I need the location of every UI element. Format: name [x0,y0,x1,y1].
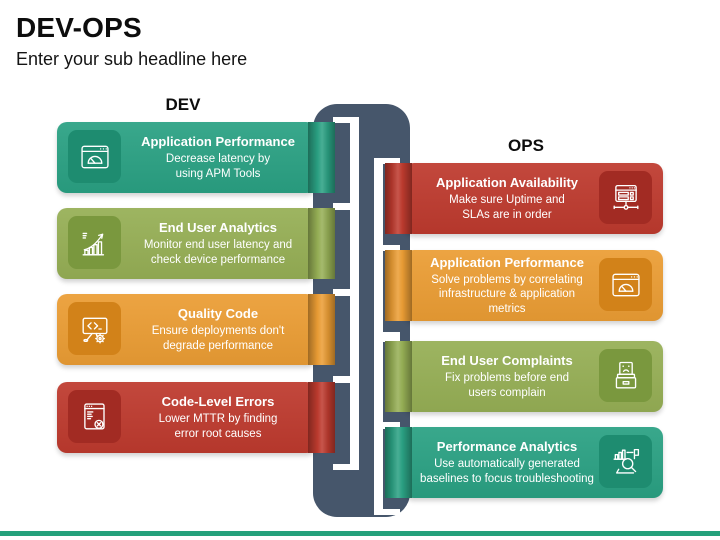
banner-title: Application Performance [141,134,295,150]
page-title: DEV-OPS [16,12,142,43]
banner-description: Lower MTTR by finding error root causes [158,413,278,440]
icon-box [68,216,121,269]
banner-text: Performance Analytics Use automatically … [419,427,595,498]
page-subtitle: Enter your sub headline here [16,49,248,69]
code-monitor-icon [82,317,107,344]
ribbon-fold [308,382,335,453]
banner-title: Application Performance [430,255,584,271]
footer-accent-line [0,531,720,536]
banner-title: Quality Code [177,306,259,322]
banner-text: Code-Level Errors Lower MTTR by finding … [130,382,306,453]
ops-banner-application-availability: Application Availability Make sure Uptim… [385,163,663,234]
dev-banner-code-level-errors: Code-Level Errors Lower MTTR by finding … [57,382,335,453]
connector-bracket [333,203,359,296]
connector-bracket [374,422,400,515]
icon-box [68,130,121,183]
growth-chart-icon [82,232,104,255]
gauge-browser-icon [80,145,109,168]
icon-box [68,302,121,355]
banner-description: Monitor end user latency and check devic… [143,239,293,266]
dev-banner-quality-code: Quality Code Ensure deployments don't de… [57,294,335,365]
banner-description: Solve problems by correlating infrastruc… [431,274,583,315]
ribbon-fold [385,427,412,498]
banner-title: Code-Level Errors [161,394,275,410]
ops-banner-end-user-complaints: End User Complaints Fix problems before … [385,341,663,412]
banner-text: End User Complaints Fix problems before … [419,341,595,412]
icon-box [599,349,652,402]
dev-banner-end-user-analytics: End User Analytics Monitor end user late… [57,208,335,279]
ribbon-fold [385,163,412,234]
icon-box [599,171,652,224]
icon-box [68,390,121,443]
ribbon-fold [308,122,335,193]
banner-text: Application Availability Make sure Uptim… [419,163,595,234]
ops-banner-performance-analytics: Performance Analytics Use automatically … [385,427,663,498]
ops-banner-application-performance: Application Performance Solve problems b… [385,250,663,321]
ops-column-label: OPS [508,136,544,155]
error-document-icon [83,402,105,429]
connector-bracket [333,377,359,470]
ribbon-fold [308,208,335,279]
banner-title: End User Analytics [158,220,277,236]
banner-description: Fix problems before end users complain [444,372,569,399]
dev-banner-application-performance: Application Performance Decrease latency… [57,122,335,193]
banner-title: End User Complaints [441,353,573,369]
banner-title: Application Availability [435,175,579,191]
banner-text: Quality Code Ensure deployments don't de… [130,294,306,365]
connector-bracket [333,117,359,210]
banner-title: Performance Analytics [436,439,578,455]
icon-box [599,258,652,311]
server-network-icon [613,184,638,210]
dev-column-label: DEV [165,95,201,114]
complaint-box-icon [615,361,636,388]
analytics-search-icon [613,448,639,474]
connector-bracket [333,289,359,382]
banner-text: Application Performance Decrease latency… [130,122,306,193]
banner-description: Decrease latency by using APM Tools [165,153,271,180]
gauge-browser-icon [611,273,640,296]
banner-description: Make sure Uptime and SLAs are in order [449,194,565,221]
ribbon-fold [385,341,412,412]
banner-text: Application Performance Solve problems b… [419,250,595,321]
banner-text: End User Analytics Monitor end user late… [130,208,306,279]
banner-description: Use automatically generated baselines to… [420,458,594,485]
icon-box [599,435,652,488]
banner-description: Ensure deployments don't degrade perform… [151,325,285,352]
ribbon-fold [308,294,335,365]
connector-bracket [374,245,400,338]
ribbon-fold [385,250,412,321]
